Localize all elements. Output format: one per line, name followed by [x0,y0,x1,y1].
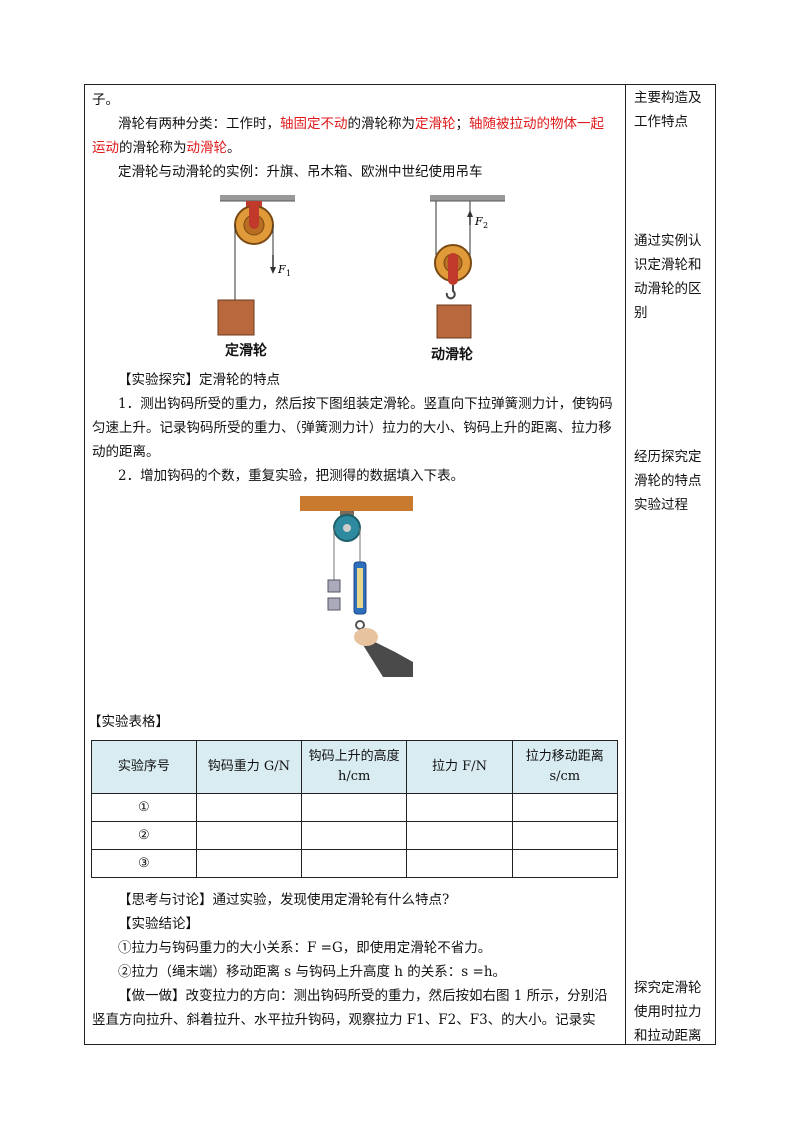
weight-block [436,304,472,339]
movable-pulley-figure: F 2 [430,195,505,339]
weight-block [217,299,255,336]
conclusion-title: 【实验结论】 [118,916,199,932]
force1-label: F [277,263,286,276]
table-cell: ③ [91,849,197,878]
table-cell [511,821,619,850]
side-note-examples: 通过实例认识定滑轮和动滑轮的区别 [634,233,702,321]
experiment-table: 实验序号 钩码重力 G/N 钩码上升的高度 h/cm 拉力 F/N 拉力移动距离… [91,740,619,878]
conclusion1-text: ①拉力与钩码重力的大小关系：F =G，即使用定滑轮不省力。 [118,940,492,956]
table-cell [406,849,513,878]
ceiling-mount [220,195,295,201]
header-cell: 拉力移动距离 s/cm [511,740,619,794]
side-note-distance: 探究定滑轮使用时拉力和拉动距离 [634,980,702,1044]
header-cell: 实验序号 [91,740,197,794]
table-cell [511,793,619,822]
table-row: ② [91,821,619,850]
svg-text:1: 1 [286,269,291,278]
table-cell: ① [91,793,197,822]
discuss-text: 【思考与讨论】通过实验，发现使用定滑轮有什么特点? [118,892,450,908]
force2-label: F [474,215,483,228]
table-title: 【实验表格】 [88,714,169,730]
header-cell: 拉力 F/N [406,740,513,794]
conclusion-section: 【思考与讨论】通过实验，发现使用定滑轮有什么特点? 【实验结论】 ①拉力与钩码重… [92,888,617,1032]
table-row: ① [91,793,619,822]
header-cell: 钩码重力 G/N [195,740,302,794]
step2-text: 2．增加钩码的个数，重复实验，把测得的数据填入下表。 [118,468,465,484]
table-cell [406,793,513,822]
main-column: 子。 滑轮有两种分类：工作时，轴固定不动的滑轮称为定滑轮；轴随被拉动的物体一起运… [92,88,617,184]
header-cell: 钩码上升的高度 h/cm [300,740,408,794]
explore-section: 【实验探究】定滑轮的特点 1．测出钩码所受的重力，然后按下图组装定滑轮。竖直向下… [92,368,617,488]
conclusion2-text: ②拉力（绳末端）移动距离 s 与钩码上升高度 h 的关系：s =h。 [118,964,507,980]
experiment-illustration [300,496,413,677]
hook [445,285,456,300]
table-cell [195,793,302,822]
table-cell: ② [91,821,197,850]
doit-text: 【做一做】改变拉力的方向：测出钩码所受的重力，然后按如右图 1 所示，分别沿竖直… [92,988,608,1028]
examples-text: 定滑轮与动滑轮的实例：升旗、吊木箱、欧洲中世纪使用吊车 [118,164,483,180]
movable-pulley-caption: 动滑轮 [431,347,473,363]
table-cell [511,849,619,878]
svg-text:2: 2 [483,221,488,230]
fixed-pulley-caption: 定滑轮 [225,343,267,359]
text-line0: 子。 [92,92,119,108]
wooden-beam [300,496,413,511]
table-cell [300,821,408,850]
page-frame [84,84,716,1045]
table-cell [195,821,302,850]
table-row: ③ [91,849,619,878]
side-note-structure: 主要构造及工作特点 [634,90,702,130]
table-cell [300,793,408,822]
step1-text: 1．测出钩码所受的重力，然后按下图组装定滑轮。竖直向下拉弹簧测力计，使钩码匀速上… [92,396,613,460]
table-cell [300,849,408,878]
fixed-pulley-figure: F 1 [217,195,295,336]
column-divider [625,84,626,1045]
hand [354,628,378,646]
explore-title: 【实验探究】定滑轮的特点 [118,372,280,388]
side-note-explore: 经历探究定滑轮的特点实验过程 [634,449,702,513]
table-cell [406,821,513,850]
table-cell [195,849,302,878]
classify-paragraph: 滑轮有两种分类：工作时，轴固定不动的滑轮称为定滑轮；轴随被拉动的物体一起运动的滑… [92,116,604,156]
table-header-row: 实验序号 钩码重力 G/N 钩码上升的高度 h/cm 拉力 F/N 拉力移动距离… [91,740,619,794]
